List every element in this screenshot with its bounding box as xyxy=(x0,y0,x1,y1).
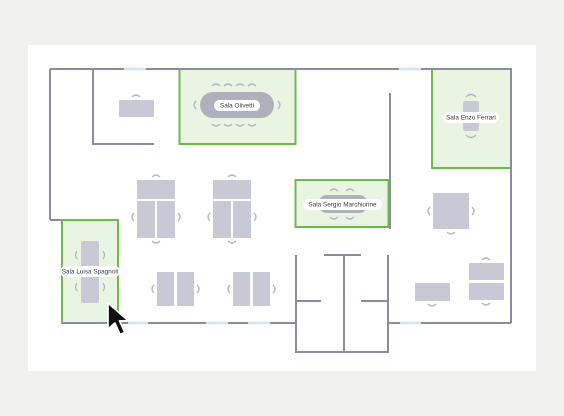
table-luisa-spagnoli: Sala Luisa Spagnoli xyxy=(60,241,120,303)
conference-table-olivetti: Sala Olivetti xyxy=(193,83,281,127)
desk-stack xyxy=(469,257,504,306)
desk-cluster-1 xyxy=(131,174,181,244)
table-enzo-ferrari: Sala Enzo Ferrari xyxy=(443,93,499,139)
room-label-olivetti: Sala Olivetti xyxy=(220,103,254,110)
desk-small xyxy=(415,283,450,307)
furniture: Sala Olivetti Sala Enzo Ferrari Sala Ser… xyxy=(60,83,504,307)
table-sergio-marchionne: Sala Sergio Marchionne xyxy=(303,188,382,220)
desk-reception xyxy=(119,94,154,117)
square-table xyxy=(427,193,475,235)
floorplan-card: Sala Olivetti Sala Enzo Ferrari Sala Ser… xyxy=(28,45,536,371)
room-label-sergio-marchionne: Sala Sergio Marchionne xyxy=(308,202,377,209)
windows xyxy=(124,67,421,325)
room-label-enzo-ferrari: Sala Enzo Ferrari xyxy=(446,115,496,122)
desk-pair-1 xyxy=(151,272,200,306)
room-label-luisa-spagnoli: Sala Luisa Spagnoli xyxy=(62,269,119,276)
office-floorplan: Sala Olivetti Sala Enzo Ferrari Sala Ser… xyxy=(49,67,512,353)
arrow-pointer-icon xyxy=(107,302,130,336)
desk-cluster-2 xyxy=(207,174,257,244)
desk-pair-2 xyxy=(227,272,276,306)
